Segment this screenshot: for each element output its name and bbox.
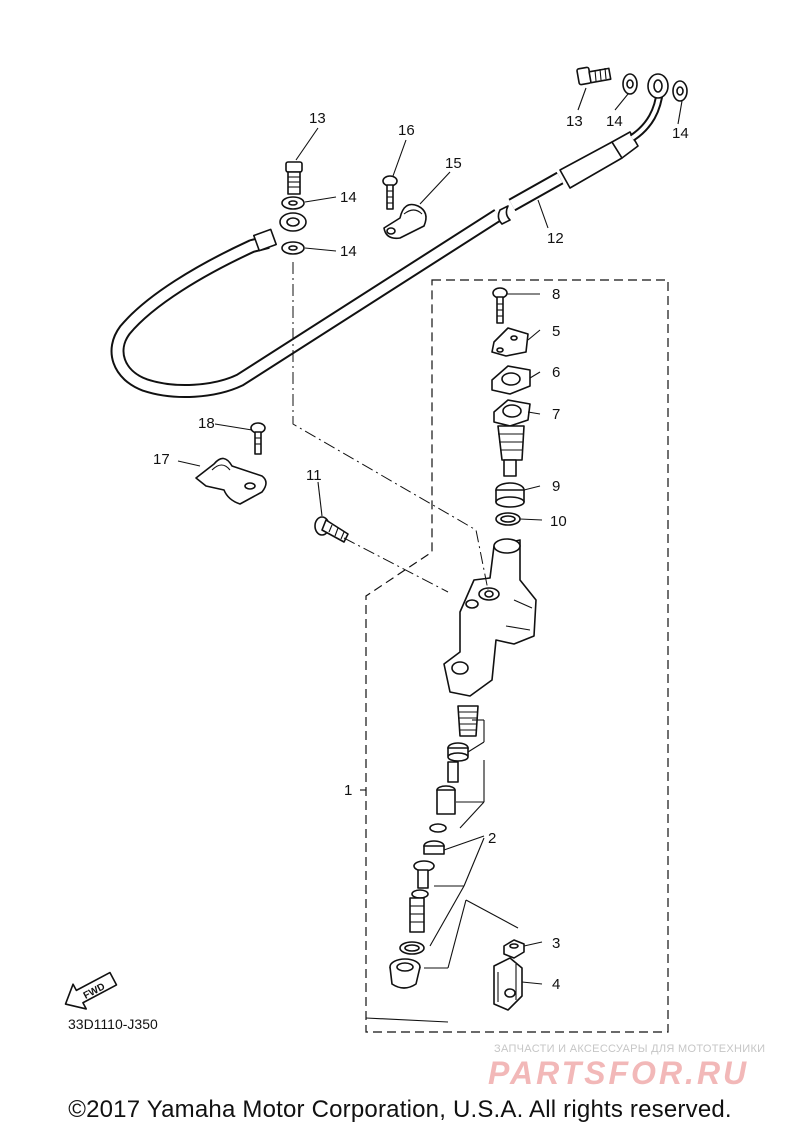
callout-3: 3 bbox=[552, 935, 560, 952]
diaphragm-7[interactable] bbox=[493, 399, 531, 477]
callout-9: 9 bbox=[552, 478, 560, 495]
circlip[interactable] bbox=[399, 941, 425, 955]
callout-1: 1 bbox=[344, 782, 352, 799]
callout-5: 5 bbox=[552, 323, 560, 340]
primary-cup[interactable] bbox=[447, 742, 469, 762]
callout-18: 18 bbox=[198, 415, 215, 432]
callout-13a: 13 bbox=[309, 110, 326, 127]
callout-2: 2 bbox=[488, 830, 496, 847]
hose-eye-left bbox=[279, 212, 307, 232]
reservoir-cap-5[interactable] bbox=[491, 327, 529, 357]
washer-14-right-a[interactable] bbox=[622, 73, 638, 95]
callout-14c: 14 bbox=[606, 113, 623, 130]
piston[interactable] bbox=[429, 761, 459, 833]
screw-16[interactable] bbox=[382, 175, 398, 210]
leader-lines bbox=[177, 87, 683, 1023]
watermark-tagline: ЗАПЧАСТИ И АКСЕССУАРЫ ДЛЯ МОТОТЕХНИКИ bbox=[494, 1043, 766, 1055]
callout-13b: 13 bbox=[566, 113, 583, 130]
diagram-ref-code: 33D1110-J350 bbox=[68, 1016, 158, 1032]
callout-14a: 14 bbox=[340, 189, 357, 206]
push-rod[interactable] bbox=[409, 860, 435, 933]
screw-18[interactable] bbox=[250, 422, 266, 455]
union-bolt-13-right[interactable] bbox=[576, 66, 612, 86]
callout-15: 15 bbox=[445, 155, 462, 172]
secondary-cup[interactable] bbox=[423, 840, 445, 855]
union-bolt-13-left[interactable] bbox=[285, 161, 303, 195]
circlip-10[interactable] bbox=[495, 512, 521, 526]
callout-17: 17 bbox=[153, 451, 170, 468]
nut-3[interactable] bbox=[503, 939, 525, 959]
callout-16: 16 bbox=[398, 122, 415, 139]
callouts: 13 14 14 16 15 13 14 14 12 8 5 6 7 9 10 … bbox=[153, 110, 689, 993]
callout-14b: 14 bbox=[340, 243, 357, 260]
dust-boot[interactable] bbox=[389, 958, 421, 989]
callout-8: 8 bbox=[552, 286, 560, 303]
watermark-brand: PARTSFOR.RU bbox=[488, 1055, 750, 1091]
diaphragm-plate-6[interactable] bbox=[491, 365, 531, 395]
kit-outline bbox=[365, 279, 669, 1033]
master-cylinder-body[interactable] bbox=[443, 538, 537, 697]
callout-12: 12 bbox=[547, 230, 564, 247]
hose-holder-17[interactable] bbox=[195, 457, 267, 505]
cap-9[interactable] bbox=[495, 482, 525, 508]
callout-10: 10 bbox=[550, 513, 567, 530]
callout-7: 7 bbox=[552, 406, 560, 423]
callout-6: 6 bbox=[552, 364, 560, 381]
washer-14-lower-left[interactable] bbox=[281, 241, 305, 255]
washer-14-upper-left[interactable] bbox=[281, 196, 305, 210]
washer-14-right-b[interactable] bbox=[672, 80, 688, 102]
bolt-11[interactable] bbox=[314, 516, 349, 543]
callout-11: 11 bbox=[306, 467, 322, 484]
copyright-footer: ©2017 Yamaha Motor Corporation, U.S.A. A… bbox=[68, 1096, 732, 1123]
fwd-arrow-icon: FWD bbox=[64, 971, 118, 1010]
brake-hose-12[interactable] bbox=[110, 73, 669, 399]
spring[interactable] bbox=[457, 705, 479, 737]
screw-8[interactable] bbox=[492, 287, 508, 324]
fwd-label: FWD bbox=[82, 981, 107, 1001]
callout-14d: 14 bbox=[672, 125, 689, 142]
clevis-4[interactable] bbox=[493, 957, 523, 1011]
hose-clamp-15[interactable] bbox=[383, 203, 427, 240]
callout-4: 4 bbox=[552, 976, 560, 993]
